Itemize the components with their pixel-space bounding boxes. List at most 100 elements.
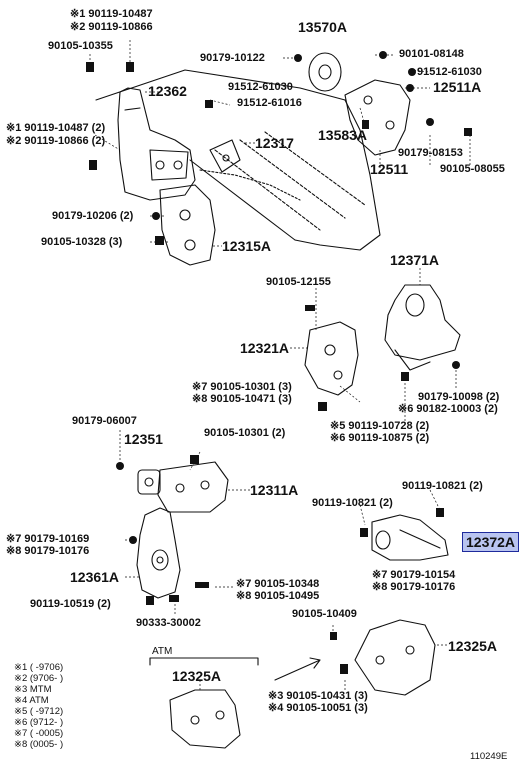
part-label: ※8 90105-10495 [236, 590, 320, 602]
bolt-icon [360, 528, 368, 537]
fastener-group [86, 51, 472, 674]
highlighted-part-label[interactable]: 12372A [462, 532, 520, 552]
bolt-icon [362, 120, 369, 129]
part-label: 13570A [298, 19, 348, 35]
part-label: ※8 90179-10176 [372, 581, 456, 593]
part-label: ※4 90105-10051 (3) [268, 702, 368, 714]
legend-item: ※6 (9712- ) [14, 717, 64, 728]
bolt-icon [126, 62, 134, 72]
part-label: ※2 90119-10866 [70, 21, 153, 33]
idler-pulley-13570a [308, 52, 342, 92]
bolt-icon [318, 402, 327, 411]
legend-item: ※7 ( -0005) [14, 728, 64, 739]
part-label: 13583A [318, 127, 368, 143]
part-label: 90105-10328 (3) [41, 236, 123, 248]
part-label: 12325A [448, 638, 498, 654]
part-label: 12325A [172, 668, 222, 684]
part-label: 90179-10206 (2) [52, 210, 134, 222]
bolt-icon [464, 128, 472, 136]
part-label: 12362 [148, 83, 187, 99]
part-label: 12321A [240, 340, 290, 356]
part-label: 90179-10098 (2) [418, 391, 500, 403]
engine-mount-bracket-12311a [157, 461, 229, 513]
part-label: ※6 90119-10875 (2) [330, 432, 430, 444]
part-label: 90179-10122 [200, 52, 265, 64]
bolt-icon [330, 632, 337, 640]
part-label: ※7 90179-10169 [6, 533, 90, 545]
bolt-icon [401, 372, 409, 381]
part-label: 91512-61016 [237, 97, 302, 109]
bolt-icon [89, 160, 97, 170]
part-label: ※7 90179-10154 [372, 569, 456, 581]
part-label: ※1 90119-10487 [70, 8, 153, 20]
legend-item: ※4 ATM [14, 695, 49, 706]
washer-icon [169, 595, 179, 602]
part-label: ※3 90105-10431 (3) [268, 690, 368, 702]
engine-mount-12371a [384, 284, 461, 371]
part-label: 90101-08148 [399, 48, 464, 60]
bolt-icon [436, 508, 444, 517]
part-label: 90333-30002 [136, 617, 201, 629]
part-label: 90105-10355 [48, 40, 113, 52]
part-label: 12371A [390, 252, 440, 268]
nut-icon [452, 361, 460, 369]
part-label: 90119-10519 (2) [30, 598, 111, 610]
part-label: ※5 90119-10728 (2) [330, 420, 430, 432]
bolt-icon [155, 236, 164, 245]
bracket-12511 [344, 79, 411, 156]
part-label: 90105-10409 [292, 608, 357, 620]
bracket-12325a-left [169, 689, 241, 749]
bolt-icon [305, 305, 315, 311]
part-label: 90119-10821 (2) [312, 497, 393, 509]
part-label: 12351 [124, 431, 163, 447]
part-label: 12311A [250, 482, 299, 498]
bolt-icon [340, 664, 348, 674]
engine-mount-bracket-12321a [304, 321, 359, 396]
part-label: 90179-06007 [72, 415, 137, 427]
bolt-icon [146, 596, 154, 605]
part-label: ※7 90105-10348 [236, 578, 320, 590]
part-label: 12511 [370, 161, 409, 177]
part-label: 90119-10821 (2) [402, 480, 483, 492]
nut-icon [406, 84, 414, 92]
diagram-code: 110249E [470, 751, 508, 762]
bolt-icon [86, 62, 94, 72]
part-label: 12317 [255, 135, 294, 151]
part-label: 90105-10301 (2) [204, 427, 286, 439]
atm-inset-frame [149, 657, 259, 666]
engine-mount-bracket-12362 [117, 87, 196, 201]
bracket-12325a-right [354, 619, 436, 696]
engine-block-outline [95, 69, 381, 251]
bolt-icon [190, 455, 199, 464]
mount-insulator-12351 [137, 469, 161, 495]
engine-mount-12372a [371, 514, 449, 561]
legend-item: ※8 (0005- ) [14, 739, 64, 750]
nut-icon [116, 462, 124, 470]
part-label: 90105-12155 [266, 276, 331, 288]
nut-icon [426, 118, 434, 126]
engine-mount-12361a [136, 507, 181, 599]
atm-label: ATM [152, 646, 173, 657]
legend-item: ※2 (9706- ) [14, 673, 64, 684]
legend-item: ※3 MTM [14, 684, 52, 695]
nut-icon [152, 212, 160, 220]
part-label-12372a[interactable]: 12372A [462, 532, 520, 552]
bolt-icon [205, 100, 213, 108]
part-label: ※6 90182-10003 (2) [398, 403, 498, 415]
part-label: ※1 90119-10487 (2) [6, 122, 106, 134]
part-label: 91512-61030 [228, 81, 293, 93]
part-label: 90179-08153 [398, 147, 463, 159]
part-label: 12315A [222, 238, 272, 254]
engine-hanger-12317 [209, 139, 241, 173]
part-label: ※8 90179-10176 [6, 545, 90, 557]
part-label: 12511A [433, 79, 482, 95]
part-label: 12361A [70, 569, 120, 585]
nut-icon [129, 536, 137, 544]
bolt-icon [195, 582, 209, 588]
part-label: 91512-61030 [417, 66, 482, 78]
inset-arrow [274, 657, 321, 681]
nut-icon [379, 51, 387, 59]
part-label: ※8 90105-10471 (3) [192, 393, 292, 405]
